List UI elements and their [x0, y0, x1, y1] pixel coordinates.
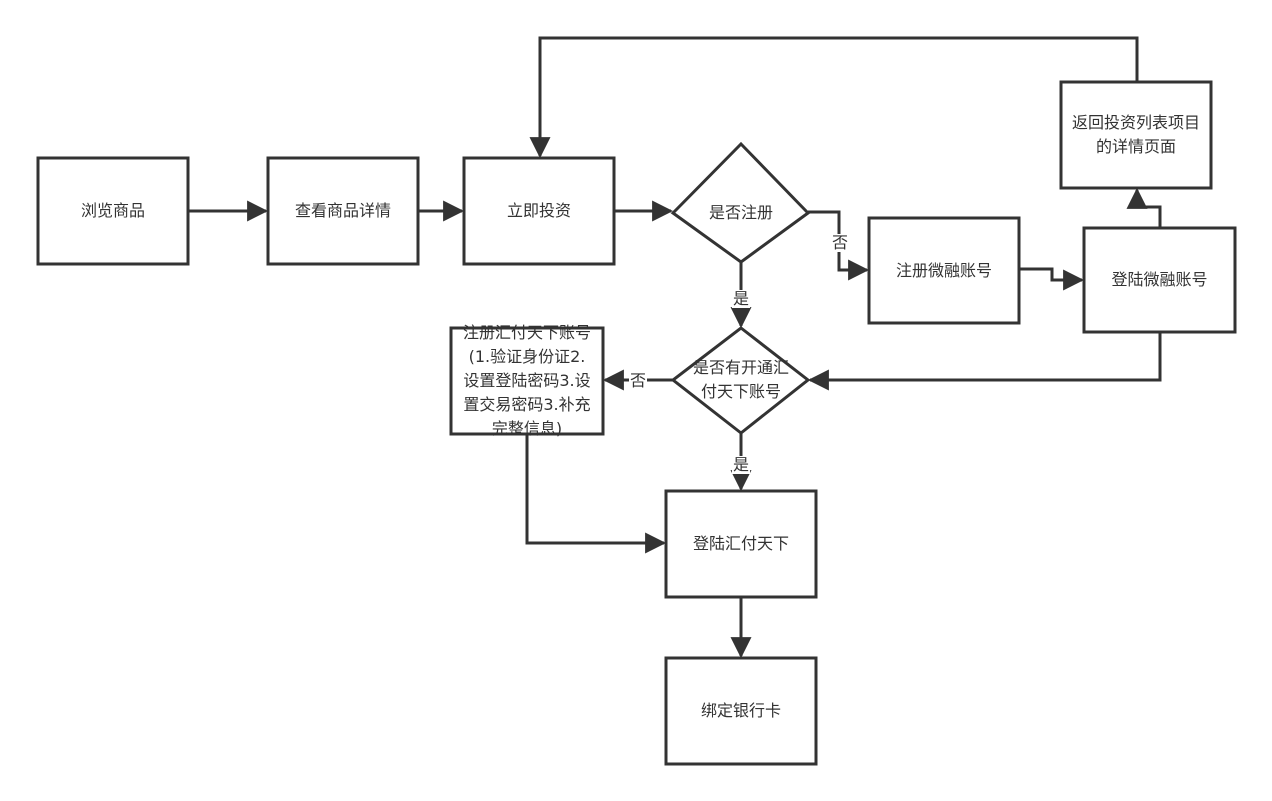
node-return-detail[interactable]	[1059, 80, 1213, 190]
node-is-registered-label: 是否注册	[708, 203, 773, 222]
node-has-huifu-label: 是否有开通汇付天下账号	[692, 358, 789, 401]
edge-register-to-login-weirong	[1019, 267, 1085, 291]
edge-label-has-huifu-yes: 是	[732, 455, 750, 474]
node-login-huifu-label: 登陆汇付天下	[692, 534, 789, 553]
node-register-weirong-label: 注册微融账号	[895, 260, 992, 280]
node-invest-now-label: 立即投资	[506, 201, 571, 220]
node-register-huifu-label: 注册汇付天下账号(1.验证身份证2.设置登陆密码3.设置交易密码3.补充完整信息…	[462, 323, 591, 438]
node-browse-label: 浏览商品	[80, 201, 145, 220]
node-browse[interactable]	[36, 156, 190, 266]
edge-return-to-invest-now	[529, 36, 1139, 159]
edge-login-weirong-to-has-huifu	[807, 332, 1162, 391]
edge-label-is-registered-yes: 是	[732, 289, 750, 308]
node-login-weirong-label: 登陆微融账号	[1111, 270, 1208, 289]
node-return-detail-label: 返回投资列表项目的详情页面	[1072, 113, 1201, 156]
edge-register-huifu-to-login-huifu	[525, 434, 667, 554]
edge-label-has-huifu-no: 否	[629, 371, 647, 390]
node-view-detail-label: 查看商品详情	[294, 201, 391, 220]
edge-label-is-registered-no: 否	[831, 233, 849, 252]
node-bind-card-label: 绑定银行卡	[700, 701, 781, 720]
node-login-huifu[interactable]	[664, 489, 818, 599]
node-view-detail[interactable]	[266, 156, 420, 266]
node-bind-card[interactable]	[664, 656, 818, 766]
edge-login-weirong-to-return	[1126, 187, 1162, 228]
